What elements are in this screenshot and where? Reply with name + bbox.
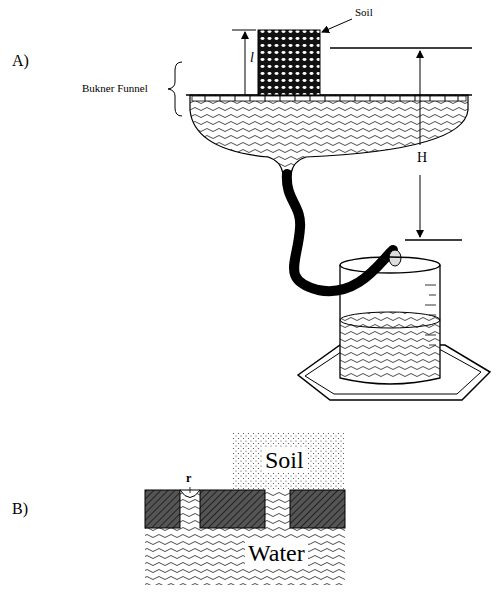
panel-letter: A) — [12, 52, 29, 70]
dimension-label: l — [250, 50, 254, 65]
part-name: Soil — [355, 6, 373, 18]
part-name: Bukner Funnel — [82, 82, 148, 94]
region-name: Soil — [262, 447, 307, 473]
region-name: Water — [245, 540, 308, 566]
dimension-label: r — [186, 472, 191, 485]
dimension-label: H — [414, 150, 430, 165]
panel-letter: B) — [12, 500, 28, 518]
